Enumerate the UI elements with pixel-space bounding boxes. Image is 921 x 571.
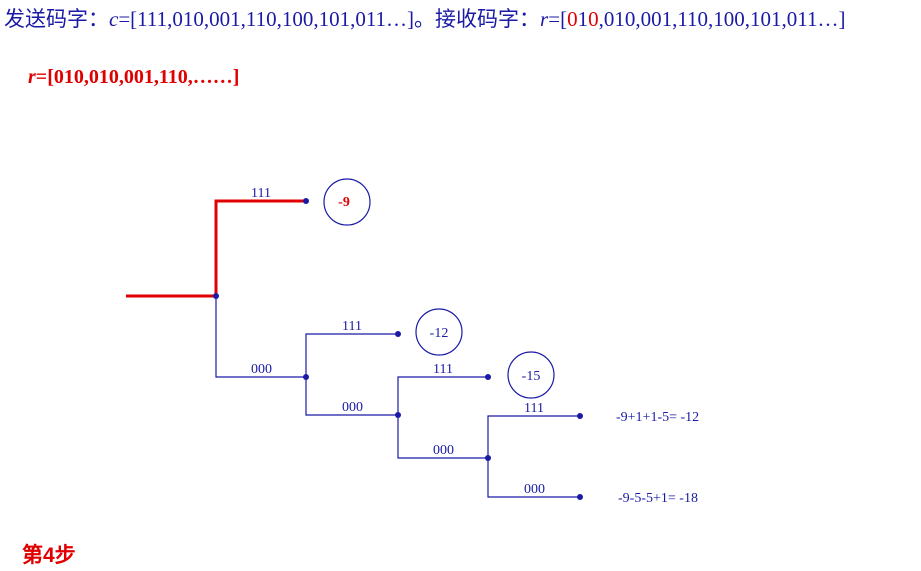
branch-000-level1 [215, 296, 306, 378]
received-partial-var: r [28, 66, 36, 88]
branch-111-level3 [397, 376, 488, 415]
recv-bit-2: 1 [577, 7, 589, 31]
branch-label: 111 [251, 186, 271, 201]
received-partial-value: =[010,010,001,110,……] [35, 66, 240, 88]
node [395, 412, 401, 418]
node [395, 331, 401, 337]
node [213, 293, 219, 299]
branch-label: 000 [251, 362, 272, 377]
node [303, 374, 309, 380]
recv-open: =[ [548, 7, 568, 31]
node [303, 198, 309, 204]
branch-000-level2 [305, 377, 398, 416]
tree-nodes [213, 198, 583, 500]
header-line: 发送码字：c=[111,010,001,110,100,101,011…]。接收… [4, 3, 846, 33]
metric-circle [507, 351, 555, 399]
branch-000-level3 [397, 415, 488, 459]
metric-value: -15 [522, 369, 541, 384]
recv-bit-3: 0 [588, 7, 599, 31]
branch-label: 111 [433, 362, 453, 377]
recv-var: r [540, 7, 549, 31]
metric-circle [415, 308, 463, 356]
node [485, 374, 491, 380]
branch-label: 000 [524, 482, 545, 497]
recv-codeword-rest: ,010,001,110,100,101,011…] [598, 7, 846, 31]
survivor-path [126, 199, 306, 298]
sent-var: c [109, 7, 119, 31]
branch-label: 111 [342, 319, 362, 334]
sent-prefix: 发送码字： [4, 7, 109, 31]
node [485, 455, 491, 461]
branch-000-level4 [487, 458, 580, 498]
tree-branches [215, 296, 580, 498]
branch-label: 000 [433, 443, 454, 458]
branch-111-level2 [305, 333, 398, 377]
sent-codeword: =[111,010,001,110,100,101,011…] [118, 7, 415, 31]
step-label: 第4步 [22, 544, 76, 567]
node [577, 413, 583, 419]
separator: 。 [414, 7, 436, 31]
recv-prefix: 接收码字： [435, 7, 541, 31]
path-sum: -9-5-5+1= -18 [618, 491, 698, 506]
branch-label: 111 [524, 401, 544, 416]
metric-circle [323, 178, 371, 226]
metric-value: -9 [338, 195, 350, 210]
metric-value: -12 [430, 326, 449, 341]
node [577, 494, 583, 500]
path-sum: -9+1+1-5= -12 [616, 410, 699, 425]
received-partial: r=[010,010,001,110,……] [28, 66, 239, 89]
branch-111-level4 [487, 415, 580, 458]
branch-label: 000 [342, 400, 363, 415]
recv-bit-1: 0 [567, 7, 578, 31]
